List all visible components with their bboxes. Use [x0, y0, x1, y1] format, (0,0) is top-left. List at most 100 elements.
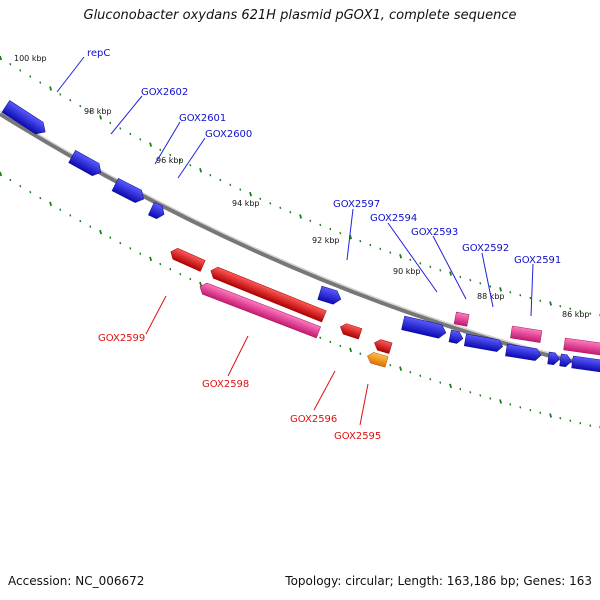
- tick-mark: [239, 188, 242, 191]
- tick-mark: [519, 406, 522, 409]
- tick-mark: [549, 413, 553, 418]
- gene-gox2594[interactable]: [401, 315, 448, 340]
- gene-label[interactable]: GOX2596: [290, 414, 337, 425]
- tick-mark: [279, 206, 282, 209]
- tick-mark: [489, 285, 492, 288]
- gene-gox2593b[interactable]: [448, 329, 464, 344]
- tick-mark: [329, 227, 332, 231]
- tick-mark: [39, 196, 42, 200]
- tick-mark: [319, 336, 322, 340]
- forward-genes: [1, 100, 600, 373]
- tick-mark: [539, 299, 542, 303]
- gene-gox2593[interactable]: [453, 311, 470, 327]
- tick-mark: [169, 153, 172, 157]
- tick-mark: [229, 183, 232, 186]
- tick-mark: [369, 243, 372, 247]
- tick-mark: [529, 408, 532, 412]
- gene-blue-b[interactable]: [505, 343, 542, 361]
- gene-gox2599[interactable]: [168, 246, 206, 272]
- tick-mark: [529, 296, 532, 300]
- reverse-gene-labels: GOX2599 GOX2598 GOX2596 GOX2595: [98, 333, 381, 442]
- gene-gox2598[interactable]: [198, 281, 321, 339]
- tick-mark: [569, 419, 572, 422]
- reverse-label-lines: [145, 295, 369, 426]
- gene-label[interactable]: GOX2599: [98, 333, 145, 344]
- tick-mark: [579, 310, 582, 313]
- gene-gox2592[interactable]: [463, 333, 504, 352]
- kbp-label: 94 kbp: [232, 199, 260, 208]
- tick-mark: [509, 291, 512, 294]
- tick-mark: [589, 312, 592, 315]
- gene-gox2600[interactable]: [148, 201, 167, 221]
- gene-label[interactable]: GOX2601: [179, 113, 226, 124]
- gene-label[interactable]: GOX2600: [205, 129, 252, 140]
- gene-label[interactable]: GOX2591: [514, 255, 561, 266]
- gene-pink-e[interactable]: [563, 337, 600, 356]
- tick-mark: [489, 397, 492, 400]
- forward-label-lines: [56, 56, 534, 317]
- tick-mark: [259, 197, 262, 200]
- tick-mark: [9, 63, 12, 66]
- tick-mark: [359, 239, 362, 243]
- gene-label[interactable]: GOX2597: [333, 199, 380, 210]
- tick-mark: [219, 178, 222, 182]
- gene-blue-c[interactable]: [547, 351, 561, 366]
- tick-mark: [339, 231, 342, 235]
- tick-mark: [49, 201, 53, 207]
- gene-label[interactable]: GOX2593: [411, 227, 458, 238]
- tick-mark: [99, 115, 103, 120]
- tick-mark: [209, 173, 212, 177]
- tick-mark: [69, 99, 72, 102]
- gene-repc[interactable]: [1, 100, 49, 137]
- tick-mark: [179, 158, 182, 162]
- tick-mark: [89, 225, 92, 228]
- gene-label[interactable]: GOX2594: [370, 213, 417, 224]
- tick-mark: [559, 416, 562, 420]
- gene-gox2595[interactable]: [366, 351, 389, 368]
- tick-mark: [449, 383, 453, 389]
- gene-label[interactable]: repC: [87, 48, 110, 59]
- gene-label[interactable]: GOX2595: [334, 431, 381, 442]
- tick-mark: [79, 219, 82, 223]
- tick-mark: [59, 208, 62, 211]
- gene-gox2591[interactable]: [510, 325, 543, 343]
- gene-blue-e[interactable]: [571, 355, 600, 373]
- tick-mark: [539, 411, 542, 415]
- tick-mark: [389, 251, 392, 254]
- kbp-label: 100 kbp: [14, 54, 47, 63]
- gene-blue-d[interactable]: [559, 353, 573, 368]
- reverse-genes: [168, 246, 393, 368]
- tick-mark: [379, 247, 382, 251]
- tick-mark: [119, 127, 122, 130]
- tick-mark: [509, 403, 512, 406]
- tick-mark: [479, 282, 482, 285]
- tick-mark: [589, 424, 592, 427]
- tick-mark: [549, 301, 553, 306]
- tick-mark: [49, 86, 53, 91]
- gene-label[interactable]: GOX2598: [202, 379, 249, 390]
- tick-mark: [109, 236, 112, 239]
- gene-label[interactable]: GOX2602: [141, 87, 188, 98]
- tick-mark: [299, 214, 303, 219]
- tick-mark: [419, 374, 422, 377]
- gene-gox2602[interactable]: [68, 150, 105, 178]
- gene-gox2599b[interactable]: [209, 265, 327, 323]
- tick-mark: [449, 271, 453, 276]
- tick-mark: [9, 178, 12, 182]
- tick-mark: [139, 138, 142, 141]
- tick-mark: [129, 247, 132, 250]
- tick-mark: [399, 366, 403, 371]
- gene-gox2601[interactable]: [111, 177, 147, 205]
- gene-gox2597[interactable]: [317, 285, 343, 306]
- tick-mark: [469, 278, 472, 282]
- gene-gox2596b[interactable]: [373, 338, 393, 354]
- kbp-label: 92 kbp: [312, 236, 340, 245]
- gene-gox2596[interactable]: [339, 322, 363, 340]
- tick-mark: [289, 210, 292, 214]
- gene-label[interactable]: GOX2592: [462, 243, 509, 254]
- tick-mark: [199, 281, 203, 287]
- tick-mark: [559, 304, 562, 308]
- tick-mark: [19, 69, 22, 72]
- tick-mark: [149, 256, 153, 262]
